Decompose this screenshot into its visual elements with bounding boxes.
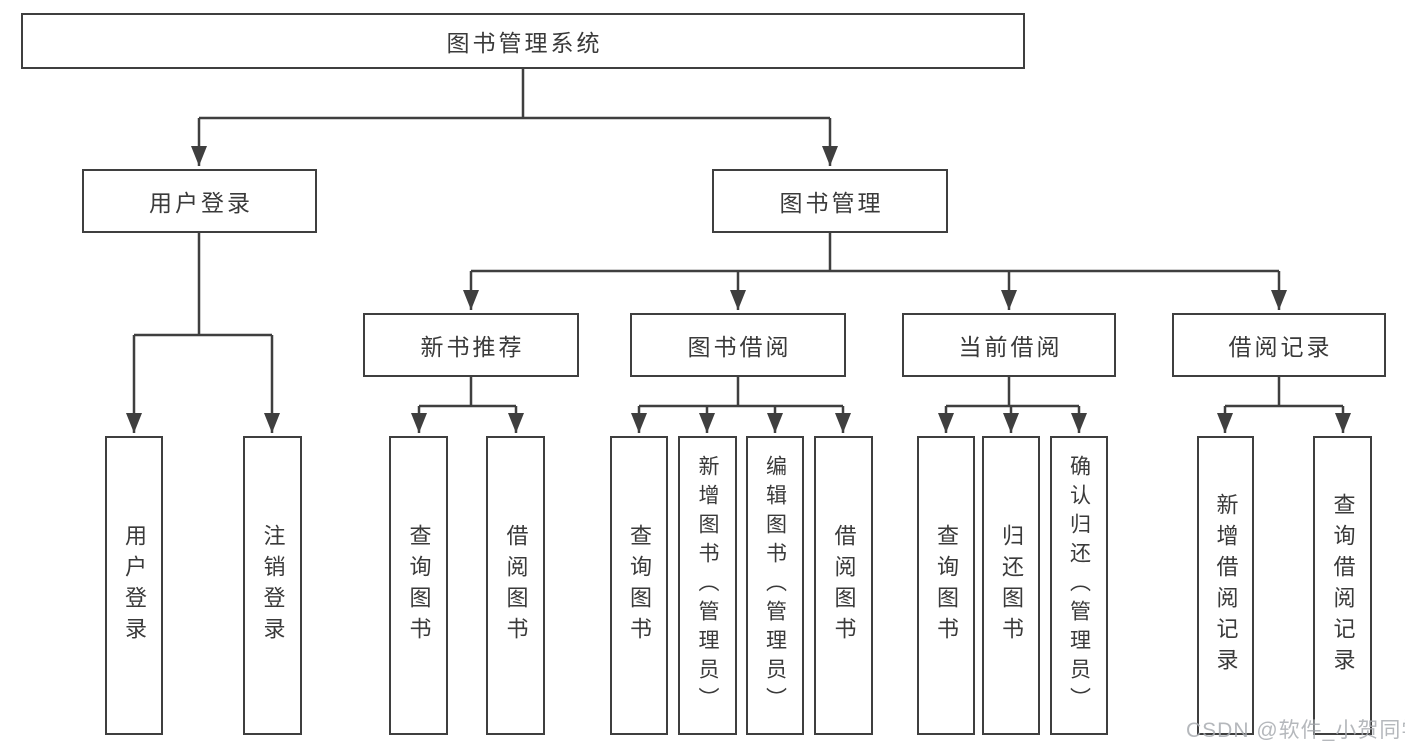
node-borrowing-records-label: 借阅记录 <box>1228 334 1333 360</box>
csdn-watermark: CSDN @软件_小贺同学 <box>1186 719 1405 742</box>
leaf-edit-books-admin: 编辑图书（管理员） <box>746 436 804 735</box>
leaf-query-books-newbooks-label: 查询图书 <box>406 523 432 648</box>
leaf-query-books-borrowing-label: 查询图书 <box>627 523 652 648</box>
leaf-user-login: 用户登录 <box>105 436 163 735</box>
leaf-query-borrow-record-label: 查询借阅记录 <box>1330 492 1356 679</box>
leaf-borrow-books-newbooks-label: 借阅图书 <box>503 523 529 648</box>
node-root-system: 图书管理系统 <box>21 13 1025 69</box>
node-book-borrowing-label: 图书借阅 <box>687 334 792 360</box>
leaf-add-borrow-record-label: 新增借阅记录 <box>1213 492 1239 679</box>
node-current-borrowing-label: 当前借阅 <box>958 334 1063 360</box>
node-borrowing-records: 借阅记录 <box>1172 313 1386 377</box>
leaf-user-login-label: 用户登录 <box>122 523 147 648</box>
leaf-return-books: 归还图书 <box>982 436 1040 735</box>
leaf-add-books-admin-label: 新增图书（管理员） <box>696 455 719 716</box>
leaf-borrow-books-borrowing-label: 借阅图书 <box>831 523 857 648</box>
leaf-logout-label: 注销登录 <box>260 523 286 648</box>
leaf-borrow-books-newbooks: 借阅图书 <box>486 436 545 735</box>
node-current-borrowing: 当前借阅 <box>902 313 1116 377</box>
leaf-confirm-return-admin-label: 确认归还（管理员） <box>1067 455 1091 716</box>
leaf-confirm-return-admin: 确认归还（管理员） <box>1050 436 1108 735</box>
node-user-login-branch: 用户登录 <box>82 169 317 233</box>
leaf-logout: 注销登录 <box>243 436 302 735</box>
leaf-query-books-borrowing: 查询图书 <box>610 436 668 735</box>
leaf-query-books-current: 查询图书 <box>917 436 975 735</box>
leaf-return-books-label: 归还图书 <box>999 523 1024 648</box>
node-new-book-recommend: 新书推荐 <box>363 313 579 377</box>
node-root-system-label: 图书管理系统 <box>446 30 603 56</box>
node-book-borrowing: 图书借阅 <box>630 313 846 377</box>
leaf-edit-books-admin-label: 编辑图书（管理员） <box>763 455 787 716</box>
leaf-borrow-books-borrowing: 借阅图书 <box>814 436 873 735</box>
leaf-add-borrow-record: 新增借阅记录 <box>1197 436 1254 735</box>
leaf-query-books-newbooks: 查询图书 <box>389 436 448 735</box>
leaf-add-books-admin: 新增图书（管理员） <box>678 436 737 735</box>
leaf-query-books-current-label: 查询图书 <box>934 523 959 648</box>
leaf-query-borrow-record: 查询借阅记录 <box>1313 436 1372 735</box>
node-book-management: 图书管理 <box>712 169 948 233</box>
node-user-login-branch-label: 用户登录 <box>149 190 253 216</box>
node-book-management-label: 图书管理 <box>779 190 884 216</box>
node-new-book-recommend-label: 新书推荐 <box>420 334 525 360</box>
